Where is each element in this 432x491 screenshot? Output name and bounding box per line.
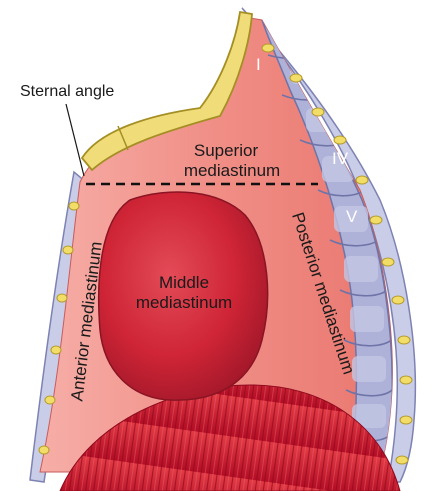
label-middle-line2: mediastinum: [136, 293, 232, 312]
label-sternal-angle: Sternal angle: [20, 83, 114, 100]
label-middle-line1: Middle: [159, 273, 209, 292]
label-superior-line1: Superior: [194, 141, 259, 160]
vertebra-label-4: IV: [332, 149, 349, 168]
label-superior-line2: mediastinum: [184, 161, 280, 180]
sternal-angle-pointer: [66, 104, 84, 176]
vertebra-label-1: I: [256, 55, 261, 74]
vertebra-label-5: V: [346, 207, 358, 226]
